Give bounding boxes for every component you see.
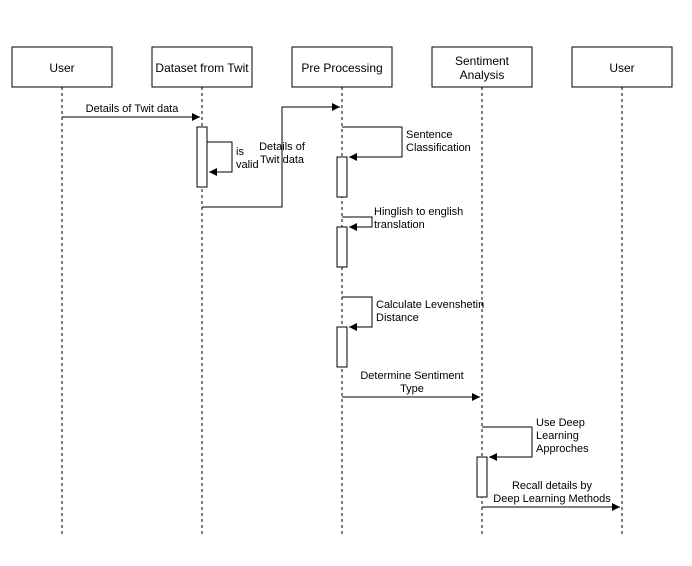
actor-user-2: User bbox=[571, 46, 673, 88]
message-arrow-details-to-preprocessing bbox=[202, 103, 340, 208]
actor-sentiment: Sentiment Analysis bbox=[431, 46, 533, 88]
label-deep-learning-line2: Learning bbox=[536, 430, 579, 442]
label-recall-details-line2: Deep Learning Methods bbox=[493, 493, 611, 505]
lifelines bbox=[61, 87, 623, 535]
message-arrow-sentence-classification bbox=[342, 126, 403, 161]
actor-preprocessing-label: Pre Processing bbox=[301, 61, 382, 75]
actor-dataset-label: Dataset from Twit bbox=[155, 61, 249, 75]
label-levenshtein-line1: Calculate Levenshetin bbox=[376, 299, 484, 311]
label-levenshtein-line2: Distance bbox=[376, 312, 419, 324]
activation-preprocessing-3 bbox=[336, 326, 348, 368]
label-details-return-line1: Details of bbox=[259, 141, 306, 153]
label-recall-details-line1: Recall details by bbox=[512, 480, 593, 492]
label-is-valid-line1: is bbox=[236, 146, 244, 158]
actor-dataset: Dataset from Twit bbox=[151, 46, 253, 88]
actor-preprocessing: Pre Processing bbox=[291, 46, 393, 88]
label-is-valid-line2: valid bbox=[236, 159, 259, 171]
activation-dataset bbox=[196, 126, 208, 188]
message-arrow-deep-learning bbox=[482, 426, 533, 461]
label-deep-learning-line1: Use Deep bbox=[536, 417, 585, 429]
activation-preprocessing-2 bbox=[336, 226, 348, 268]
label-details-return-line2: Twit data bbox=[260, 154, 305, 166]
message-arrow-hinglish bbox=[342, 216, 373, 231]
activation-preprocessing-1 bbox=[336, 156, 348, 198]
label-sentence-classification-line2: Classification bbox=[406, 142, 471, 154]
label-hinglish-line1: Hinglish to english bbox=[374, 206, 463, 218]
activation-sentiment bbox=[476, 456, 488, 498]
message-arrow-levenshtein bbox=[342, 296, 373, 331]
label-sentence-classification-line1: Sentence bbox=[406, 129, 452, 141]
label-determine-sentiment-line1: Determine Sentiment bbox=[360, 370, 463, 382]
message-arrow-is-valid bbox=[207, 141, 233, 176]
actor-user-label: User bbox=[49, 61, 74, 75]
label-determine-sentiment-line2: Type bbox=[400, 383, 424, 395]
actor-sentiment-label-line2: Analysis bbox=[460, 68, 505, 82]
label-hinglish-line2: translation bbox=[374, 219, 425, 231]
actor-user: User bbox=[11, 46, 113, 88]
label-details-of-twit-data: Details of Twit data bbox=[86, 103, 180, 115]
actor-sentiment-label-line1: Sentiment bbox=[455, 54, 510, 68]
activations bbox=[196, 126, 488, 498]
actor-user-2-label: User bbox=[609, 61, 634, 75]
label-deep-learning-line3: Approches bbox=[536, 443, 589, 455]
